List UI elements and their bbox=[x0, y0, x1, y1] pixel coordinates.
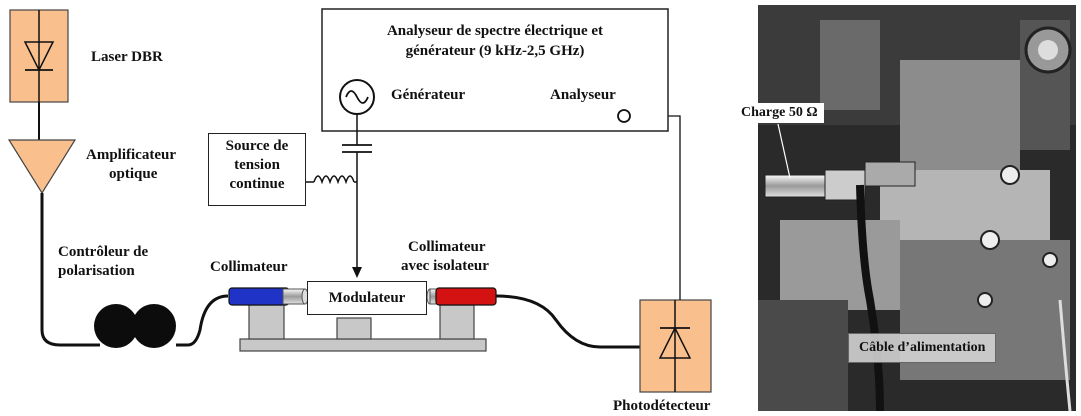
dc-source-line2: tension bbox=[234, 157, 280, 173]
fiber-collimator-photodetector bbox=[495, 294, 640, 349]
optical-bench bbox=[239, 338, 487, 352]
spectrum-analyzer-box bbox=[321, 8, 669, 132]
polarization-label-line2: polarisation bbox=[58, 263, 135, 279]
modulator-box: Modulateur bbox=[307, 281, 427, 315]
power-cable-label: Câble d’alimentation bbox=[848, 333, 997, 363]
amplifier-label-line2: optique bbox=[109, 166, 158, 182]
laser-dbr bbox=[9, 9, 69, 103]
fiber-pc-collimator bbox=[176, 294, 229, 347]
amplifier-label-line1: Amplificateur bbox=[86, 147, 176, 163]
dc-voltage-source: Source de tension continue bbox=[208, 133, 306, 206]
generator-symbol bbox=[339, 79, 375, 145]
dc-source-line1: Source de bbox=[225, 138, 289, 154]
polarization-controller bbox=[94, 304, 176, 348]
load-50-ohm-label: Charge 50 Ω bbox=[735, 103, 824, 123]
modulator-label: Modulateur bbox=[328, 290, 406, 306]
inductor-symbol bbox=[306, 175, 357, 185]
dc-source-line3: continue bbox=[229, 176, 285, 192]
generator-label: Générateur bbox=[391, 87, 466, 103]
collimator-isolator-label-line1: Collimateur bbox=[408, 239, 486, 255]
analyzer-title-line1: Analyseur de spectre électrique et bbox=[386, 23, 604, 39]
photodetector bbox=[639, 299, 712, 393]
collimator-blue bbox=[228, 287, 309, 306]
capacitor-symbol bbox=[342, 144, 372, 278]
optical-amplifier bbox=[7, 139, 77, 195]
polarization-label-line1: Contrôleur de bbox=[58, 244, 149, 260]
mount-right bbox=[439, 304, 475, 340]
laser-dbr-label: Laser DBR bbox=[91, 49, 163, 65]
mount-left bbox=[248, 304, 285, 340]
setup-photo bbox=[758, 5, 1076, 412]
collimator-isolator-label-line2: avec isolateur bbox=[401, 258, 489, 274]
analyzer-port-label: Analyseur bbox=[550, 87, 616, 103]
fiber-amp-pc bbox=[40, 193, 100, 347]
rf-line-analyzer bbox=[638, 115, 681, 300]
analyzer-title-line2: générateur (9 kHz-2,5 GHz) bbox=[405, 43, 585, 59]
collimator-label: Collimateur bbox=[210, 259, 288, 275]
photodetector-label: Photodétecteur bbox=[613, 398, 711, 414]
analyzer-port-icon bbox=[617, 109, 631, 123]
collimator-red bbox=[426, 287, 497, 306]
mount-center bbox=[336, 317, 372, 340]
